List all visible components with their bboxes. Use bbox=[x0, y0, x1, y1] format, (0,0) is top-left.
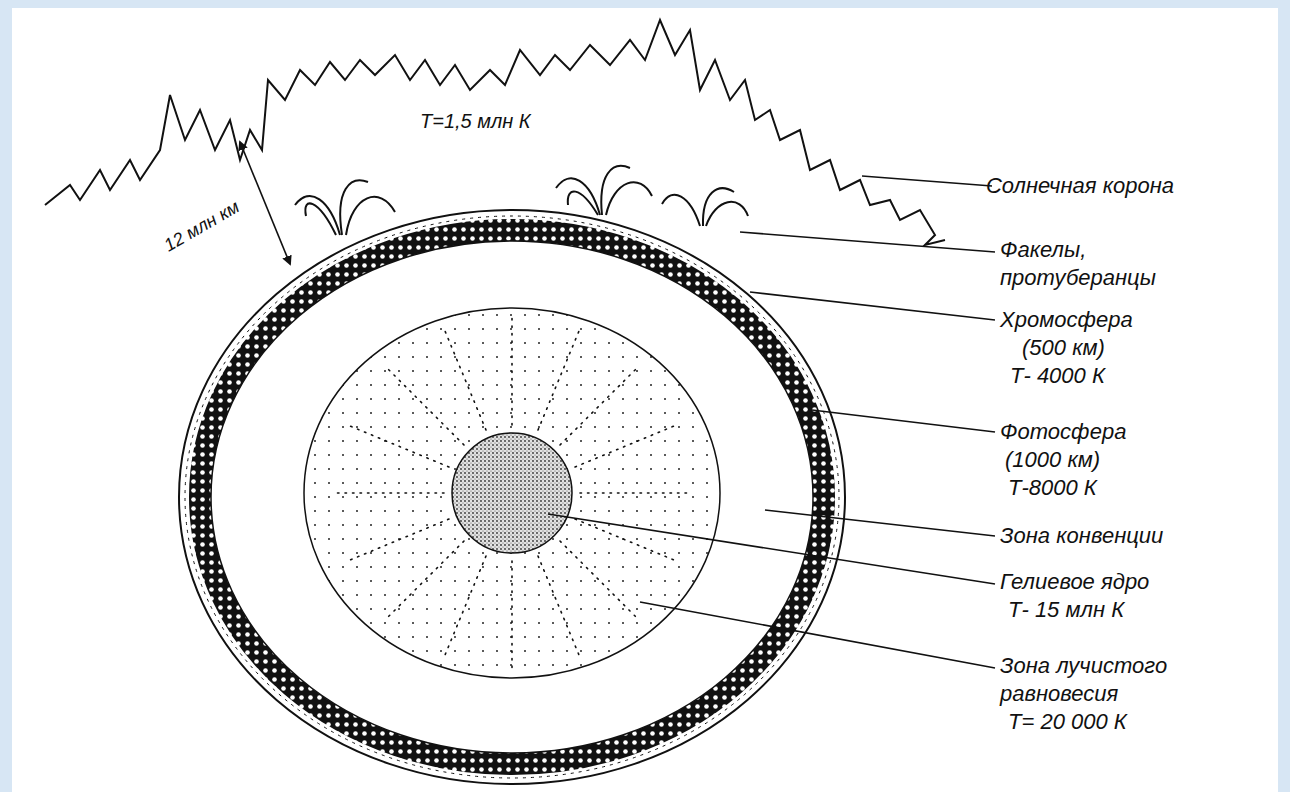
chromosphere bbox=[179, 210, 845, 784]
part-label: Зона лучистого равновесия bbox=[1000, 652, 1172, 708]
temperature-label: Т- 4000 К bbox=[1010, 362, 1105, 390]
part-label: Фотосфера bbox=[1000, 418, 1126, 446]
radiative-zone bbox=[304, 308, 720, 678]
part-label: Гелиевое ядро bbox=[1000, 568, 1149, 596]
part-label: Хромосфера bbox=[1000, 306, 1133, 334]
part-label: Факелы, протуберанцы bbox=[1000, 236, 1175, 292]
leader-lines bbox=[548, 176, 995, 668]
temperature-label: Т-8000 К bbox=[1008, 474, 1097, 502]
dimension-arrow bbox=[240, 142, 290, 264]
part-label: Зона конвенции bbox=[1000, 522, 1163, 550]
temperature-label: Т= 20 000 К bbox=[1008, 708, 1127, 736]
helium-core bbox=[452, 433, 572, 553]
temperature-label: Т- 15 млн К bbox=[1008, 596, 1124, 624]
convection-zone bbox=[211, 241, 813, 753]
radiation-rays bbox=[337, 318, 687, 668]
temperature-label: Т=1,5 млн К bbox=[420, 108, 531, 134]
thickness-label: (500 км) bbox=[1022, 334, 1105, 362]
photosphere bbox=[200, 230, 824, 764]
background bbox=[12, 8, 1278, 792]
chromosphere-inner bbox=[185, 216, 839, 778]
part-label: Солнечная корона bbox=[985, 172, 1175, 200]
thickness-label: (1000 км) bbox=[1005, 446, 1100, 474]
dimension-label: 12 млн км bbox=[160, 195, 244, 257]
